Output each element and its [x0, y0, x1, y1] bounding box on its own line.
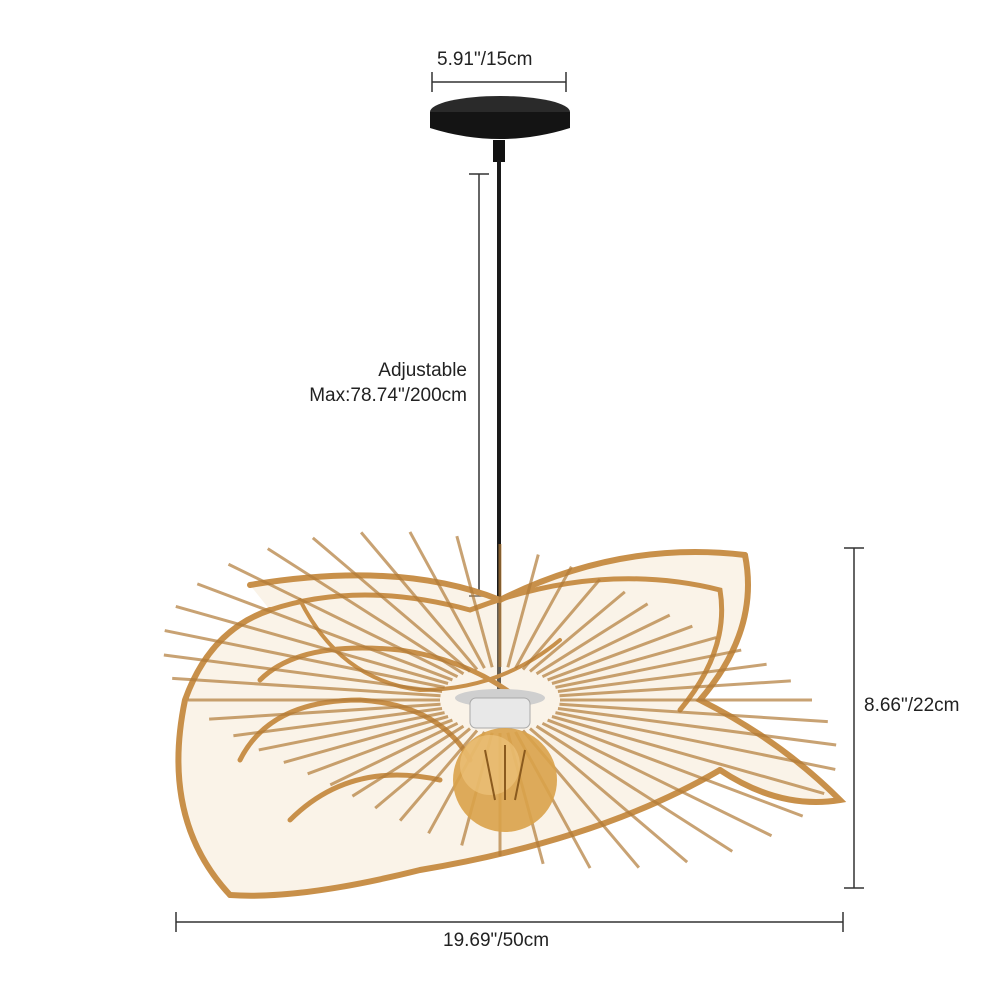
weave-strand [555, 711, 836, 771]
bulb-socket [455, 689, 545, 729]
weave-strand [329, 721, 459, 787]
cord-adjustable-label: Adjustable [378, 360, 467, 381]
weave-strand [374, 727, 471, 810]
weave-strand [172, 676, 441, 698]
weave-strand [541, 613, 671, 679]
weave-strand [455, 535, 494, 668]
cord-max-length-label: Max:78.74"/200cm [309, 385, 467, 406]
weave-strand [559, 702, 828, 724]
weave-strand [547, 624, 693, 682]
weave-strand [506, 554, 540, 668]
weave-strand [529, 590, 626, 673]
weave-strand [514, 565, 573, 669]
height-label: 8.66"/22cm [864, 695, 960, 716]
weave-strand [209, 702, 441, 721]
weave-strand [529, 727, 689, 864]
weave-strand [307, 718, 453, 776]
weave-strand [551, 636, 717, 685]
weave-strand [351, 724, 465, 798]
weave-strand [535, 602, 649, 676]
weave-strand [164, 629, 445, 689]
weave-strand [258, 711, 445, 752]
weave-strand [283, 715, 449, 764]
weave-strand [557, 662, 767, 693]
weave-strand [559, 679, 791, 698]
weave-strand [535, 724, 734, 853]
canopy-width-label: 5.91"/15cm [437, 49, 533, 70]
weave-strand [557, 707, 837, 747]
weave-strand [555, 648, 742, 689]
weave-strand [311, 536, 471, 673]
weave-strand [227, 562, 459, 679]
weave-strand [175, 604, 449, 685]
weave-strand [551, 715, 825, 796]
edison-bulb [453, 728, 557, 832]
weave-strand [521, 578, 602, 671]
ceiling-canopy [430, 96, 570, 162]
weave-strand [398, 729, 479, 822]
weave-strand [233, 707, 443, 738]
weave-strand [541, 721, 773, 838]
weave-strand [408, 531, 486, 669]
width-label: 19.69"/50cm [443, 930, 550, 951]
weave-strand [266, 547, 465, 676]
weave-strand [196, 582, 453, 682]
weave-strand [163, 653, 443, 693]
weave-strand [547, 718, 804, 818]
weave-strand [359, 531, 479, 671]
